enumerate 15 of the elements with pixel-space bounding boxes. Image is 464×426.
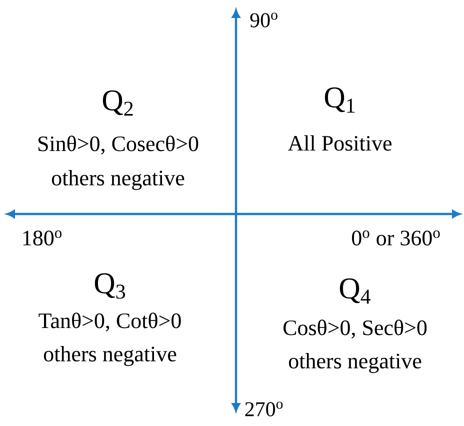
sign-rule-text: Tanθ>0, Cotθ>0 xyxy=(38,312,181,332)
sign-rule-text: Cosθ>0, Secθ>0 xyxy=(283,320,427,338)
sign-rule-text: All Positive xyxy=(288,135,392,151)
quadrant-label: Q$_{3}$ xyxy=(94,273,126,299)
quadrant-label: Q$_{1}$ xyxy=(324,87,355,113)
angle-label: 180$^{o}$ xyxy=(23,230,62,246)
sign-rule-text: others negative xyxy=(44,346,176,366)
angle-label: 270$^{o}$ xyxy=(245,402,283,416)
quadrant-label: Q$_{2}$ xyxy=(102,90,133,116)
angle-label: 0$^{o}$ or 360$^{o}$ xyxy=(352,230,440,246)
sign-rule-text: others negative xyxy=(288,353,422,374)
sign-rule-text: Sinθ>0, Cosecθ>0 xyxy=(38,136,198,154)
angle-label: 90$^{o}$ xyxy=(250,12,278,28)
quadrant-label: Q$_{4}$ xyxy=(340,278,370,304)
sign-rule-text: others negative xyxy=(52,170,184,190)
